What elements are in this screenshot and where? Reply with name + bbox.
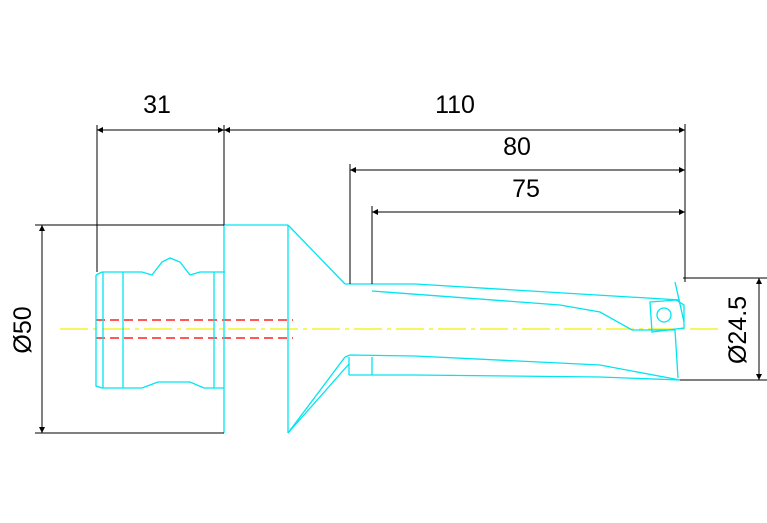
dim-diameter-24-5: Ø24.5 xyxy=(724,296,752,364)
dim-110: 110 xyxy=(435,91,475,119)
dim-31: 31 xyxy=(143,91,171,119)
hidden-lines xyxy=(96,319,293,339)
dimension-lines xyxy=(35,124,767,434)
dim-80: 80 xyxy=(503,133,531,161)
dim-75: 75 xyxy=(512,175,540,203)
tool-outline xyxy=(95,224,685,434)
dim-diameter-50: Ø50 xyxy=(9,306,37,353)
